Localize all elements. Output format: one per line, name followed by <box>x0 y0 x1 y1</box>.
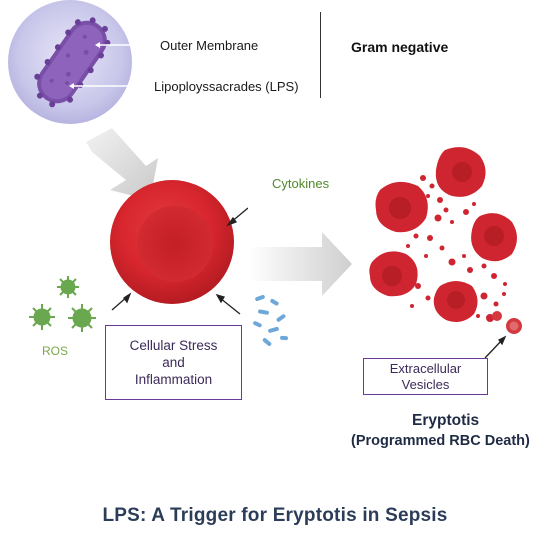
figure-caption: LPS: A Trigger for Eryptotis in Sepsis <box>102 505 448 526</box>
stress-pointer-right <box>215 293 241 315</box>
eryptosis-subtitle: (Programmed RBC Death) <box>351 433 530 449</box>
gram-negative-label: Gram negative <box>351 39 449 55</box>
vesicle-pointer <box>484 335 507 359</box>
header-divider <box>320 12 321 98</box>
outer-membrane-label: Outer Membrane <box>160 38 259 53</box>
cytokines-panel <box>248 160 368 222</box>
virus-icon <box>29 276 96 332</box>
ros-label: ROS <box>42 344 69 358</box>
red-blood-cell-icon <box>110 180 234 304</box>
cytokines-label: Cytokines <box>272 176 330 191</box>
eryptosis-title: Eryptotis <box>412 412 480 429</box>
bacterium-icon <box>8 0 132 124</box>
bacilli-icon <box>253 294 288 346</box>
cellular-stress-box: Cellular Stress and Inflammation <box>105 325 242 400</box>
stress-pointer-left <box>111 292 132 311</box>
flow-arrow-down <box>86 128 158 200</box>
extracellular-vesicles-box: Extracellular Vesicles <box>363 358 488 395</box>
flow-arrow-right <box>248 232 352 296</box>
fragmented-rbc-icon <box>369 147 522 334</box>
lps-label: Lipoployssacrades (LPS) <box>154 79 299 94</box>
cytokine-pointer <box>226 207 249 227</box>
